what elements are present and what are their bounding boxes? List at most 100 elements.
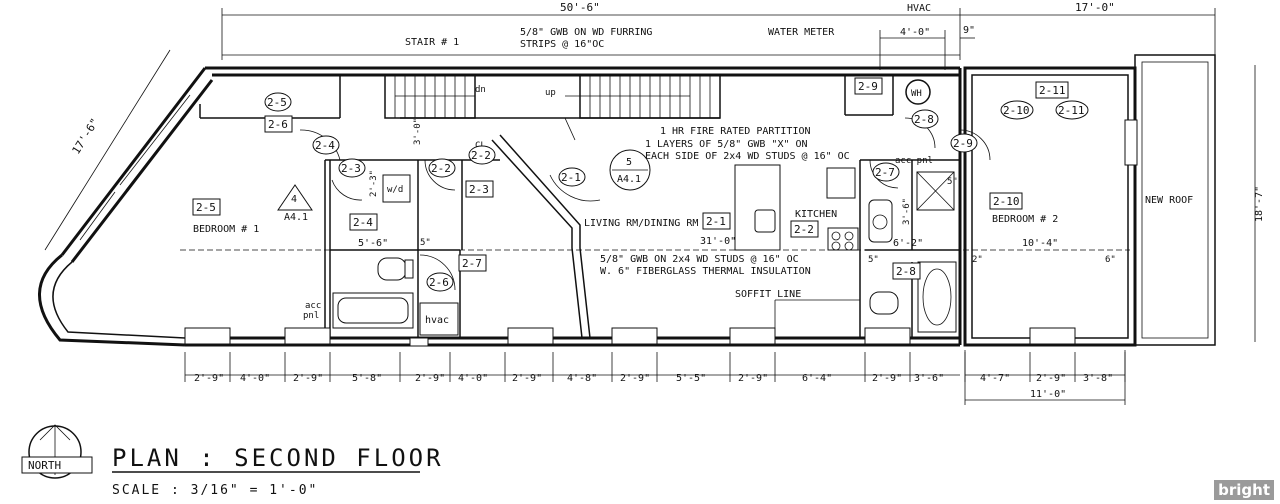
section-marks: 4 A4.1 5 A4.1: [277, 149, 651, 223]
water-meter-label: WATER METER: [768, 27, 835, 38]
door-swings: [299, 117, 991, 291]
gwb-furring-note-2: STRIPS @ 16"OC: [520, 39, 604, 50]
plan-scale: SCALE : 3/16" = 1'-0": [112, 483, 318, 498]
section-4-num: 4: [291, 194, 297, 205]
bottom-dim-label: 2'-9": [738, 373, 768, 384]
acc-pnl-bath-2: pnl: [303, 311, 319, 321]
bottom-dim-label: 2'-9": [1036, 373, 1066, 384]
bottom-dim-label: 4'-7": [980, 373, 1010, 384]
tag-room-2-3: 2-3: [469, 183, 489, 196]
tag-room-2-10: 2-10: [993, 195, 1020, 208]
bottom-dim-label: 2'-9": [194, 373, 224, 384]
watermark-logo: bright: [1214, 480, 1274, 500]
kitchen-dim: 6'-2": [893, 238, 923, 249]
stair: [384, 74, 721, 141]
dim-5-a: 5": [420, 238, 431, 248]
dim-3-6: 3'-6": [902, 198, 912, 225]
hvac-width-dim: 4'-0": [900, 27, 930, 38]
tag-door-2-9: 2-9: [953, 137, 973, 150]
tag-door-2-8: 2-8: [914, 113, 934, 126]
stair-dn-label: dn: [475, 85, 486, 95]
bottom-dim-label: 2'-9": [512, 373, 542, 384]
bottom-total-dim: 11'-0": [1030, 389, 1066, 400]
hvac-closet-label: hvac: [425, 315, 449, 326]
washer-dryer-label: w/d: [387, 185, 403, 195]
gwb-furring-note-1: 5/8" GWB ON WD FURRING: [520, 27, 652, 38]
fire-partition-note-3: EACH SIDE OF 2x4 WD STUDS @ 16" OC: [645, 151, 850, 162]
gwb-2x4-note-2: W. 6" FIBERGLASS THERMAL INSULATION: [600, 266, 811, 277]
bottom-windows: [184, 119, 1138, 345]
bedroom-1-label: BEDROOM # 1: [193, 224, 259, 235]
door-tags: 2-5 2-4 2-3 2-2 2-2 2-1 2-6 2-7 2-8 2-9 …: [264, 92, 1089, 292]
tag-door-2-5: 2-5: [267, 96, 287, 109]
dim-3-0: 3'-0": [413, 118, 423, 145]
fire-partition-note-1: 1 HR FIRE RATED PARTITION: [660, 126, 811, 137]
tag-door-2-3: 2-3: [341, 162, 361, 175]
tag-room-2-11: 2-11: [1039, 84, 1066, 97]
stair-label: STAIR # 1: [405, 37, 459, 48]
kitchen-label: KITCHEN: [795, 209, 837, 220]
bath-1-dim: 5'-6": [358, 238, 388, 249]
right-width-dim: 17'-0": [1075, 1, 1115, 14]
bottom-dim-label: 4'-0": [240, 373, 270, 384]
bottom-dim-label: 5'-5": [676, 373, 706, 384]
bottom-dim-label: 2'-9": [872, 373, 902, 384]
tag-room-2-4: 2-4: [353, 216, 373, 229]
tag-door-2-2: 2-2: [431, 162, 451, 175]
fixtures: [332, 79, 957, 347]
hvac-label-top: HVAC: [907, 3, 931, 14]
tag-room-2-7: 2-7: [462, 257, 482, 270]
tag-door-2-11: 2-11: [1058, 104, 1085, 117]
acc-pnl-kitchen: acc pnl: [895, 156, 933, 166]
bottom-dim-label: 5'-8": [352, 373, 382, 384]
bottom-dimension-labels: 2'-9" 4'-0" 2'-9" 5'-8" 2'-9" 4'-0" 2'-9" 4'-8"…: [184, 352, 1126, 384]
bottom-dim-label: 3'-8": [1083, 373, 1113, 384]
tag-room-2-1: 2-1: [706, 215, 726, 228]
new-roof-label: NEW ROOF: [1145, 195, 1193, 206]
north-arrow: NORTH: [21, 424, 93, 479]
tag-room-2-9: 2-9: [858, 80, 878, 93]
tag-room-2-2: 2-2: [794, 223, 814, 236]
bottom-dim-label: 2'-9": [415, 373, 445, 384]
stair-up-label: up: [545, 88, 556, 98]
soffit-line-label: SOFFIT LINE: [735, 289, 801, 300]
bottom-dim-label: 4'-8": [567, 373, 597, 384]
overall-width-dim: 50'-6": [560, 1, 600, 14]
offset-dim: 9": [963, 25, 975, 36]
section-5-num: 5: [626, 157, 632, 168]
plan-title: PLAN : SECOND FLOOR: [112, 444, 444, 472]
tag-door-2-2b: 2-2: [471, 149, 491, 162]
dim-2-3: 2'-3": [369, 170, 379, 197]
bottom-dim-label: 2'-9": [293, 373, 323, 384]
dim-5-c: 5": [947, 177, 958, 187]
fire-partition-note-2: 1 LAYERS OF 5/8" GWB "X" ON: [645, 139, 808, 150]
top-dimension-lines: [221, 8, 1216, 70]
living-room-label: LIVING RM/DINING RM: [584, 218, 698, 229]
bedroom-2-dim: 10'-4": [1022, 238, 1058, 249]
tag-room-2-6: 2-6: [268, 118, 288, 131]
tag-door-2-4: 2-4: [315, 139, 335, 152]
tag-door-2-10: 2-10: [1003, 104, 1030, 117]
right-height-dim: 18'-7": [1254, 186, 1265, 222]
tag-room-2-5: 2-5: [196, 201, 216, 214]
diagonal-dim: 17'-6": [70, 116, 102, 157]
living-room-dim: 31'-0": [700, 236, 736, 247]
bedroom-2-label: BEDROOM # 2: [992, 214, 1058, 225]
bottom-dim-label: 6'-4": [802, 373, 832, 384]
bottom-dim-label: 3'-6": [914, 373, 944, 384]
north-label: NORTH: [28, 459, 61, 472]
water-heater-label: WH: [911, 89, 922, 99]
diagonal-dim-line: [44, 49, 171, 251]
section-4-ref: A4.1: [284, 212, 308, 223]
bottom-dim-label: 4'-0": [458, 373, 488, 384]
interior-walls: [180, 75, 1130, 339]
tag-room-2-8: 2-8: [896, 265, 916, 278]
room-tags: 2-6 2-3 2-5 2-4 2-7 2-1 2-2 2-8 2-9 2-10…: [192, 77, 1069, 280]
tag-door-2-6: 2-6: [429, 276, 449, 289]
section-5-ref: A4.1: [617, 174, 641, 185]
dim-5-b: 5": [868, 255, 879, 265]
tag-door-2-1: 2-1: [561, 171, 581, 184]
gwb-2x4-note-1: 5/8" GWB ON 2x4 WD STUDS @ 16" OC: [600, 254, 799, 265]
dim-2: 2": [972, 255, 983, 265]
